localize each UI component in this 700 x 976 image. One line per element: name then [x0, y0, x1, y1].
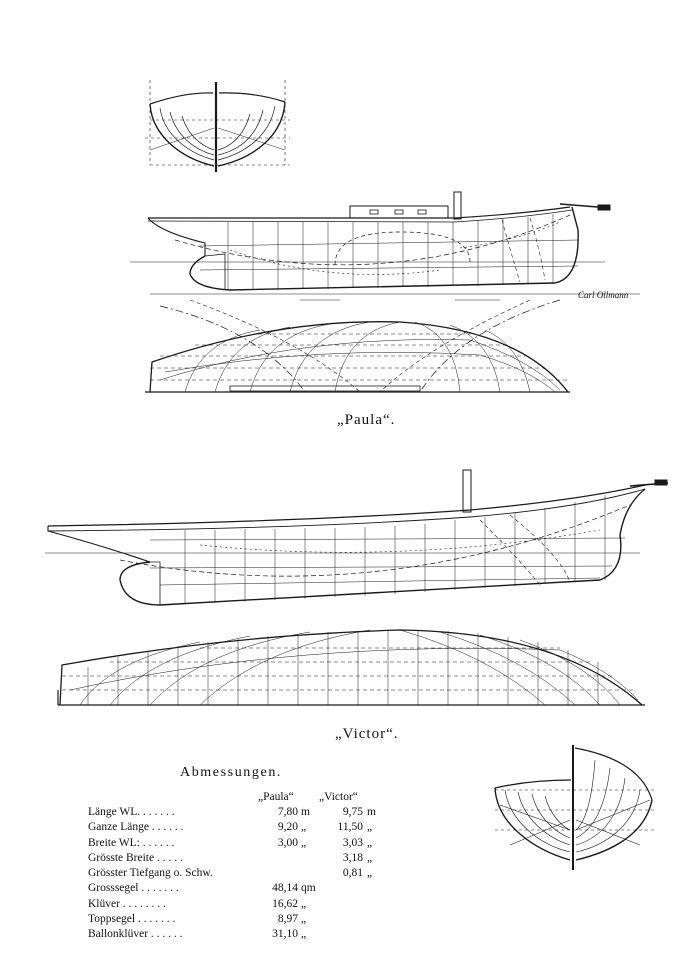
draughtsman-signature: Carl Ollmann [578, 290, 629, 300]
paula-unit: „ [301, 928, 307, 941]
paula-value: 7,80 [277, 806, 298, 818]
dimension-label: Klüver . . . . . . . . [88, 897, 166, 910]
victor-caption: „Victor“. [335, 726, 399, 742]
column-header-victor: „Victor“ [319, 791, 358, 803]
paula-half-breadth [145, 299, 570, 393]
victor-value: 3,18 [342, 851, 363, 864]
victor-unit: „ [367, 867, 373, 880]
dimension-label: Breite WL: . . . . . . [88, 836, 175, 849]
victor-value: 9,75 [342, 806, 363, 818]
paula-unit: „ [301, 821, 307, 834]
dimension-label: Ballonklüver . . . . . . [88, 928, 183, 941]
paula-value: 48,14 [272, 882, 298, 895]
paula-value: 16,62 [272, 897, 298, 910]
victor-profile [45, 469, 669, 606]
paula-body-plan [145, 80, 290, 172]
paula-caption: „Paula“. [337, 412, 396, 428]
victor-unit: „ [367, 836, 373, 849]
victor-value: 0,81 [342, 867, 363, 880]
victor-value: 11,50 [337, 821, 363, 834]
dimension-label: Grösste Breite . . . . . [88, 851, 183, 864]
paula-value: 3,00 [277, 836, 298, 849]
victor-body-plan [494, 745, 655, 870]
paula-unit: qm [301, 882, 316, 895]
dimension-label: Länge WL. . . . . . . [88, 806, 175, 818]
paula-unit: „ [301, 913, 307, 926]
paula-value: 9,20 [277, 821, 298, 834]
dimension-label: Toppsegel . . . . . . . [88, 913, 176, 926]
dimension-label: Grösster Tiefgang o. Schw. [88, 867, 213, 880]
dimension-label: Grosssegel . . . . . . . [88, 882, 179, 895]
dimensions-heading: Abmessungen. [180, 765, 283, 780]
paula-unit: „ [301, 897, 307, 910]
paula-unit: m [301, 806, 310, 818]
victor-unit: „ [367, 851, 373, 864]
paula-value: 8,97 [277, 913, 298, 926]
paula-profile [130, 191, 640, 295]
paula-unit: „ [301, 836, 307, 849]
victor-half-breadth [57, 629, 645, 706]
column-header-paula: „Paula“ [258, 791, 294, 803]
victor-unit: m [367, 806, 376, 818]
paula-value: 31,10 [272, 928, 298, 941]
victor-value: 3,03 [342, 836, 363, 849]
victor-unit: „ [367, 821, 373, 834]
dimension-label: Ganze Länge . . . . . . [88, 821, 184, 834]
